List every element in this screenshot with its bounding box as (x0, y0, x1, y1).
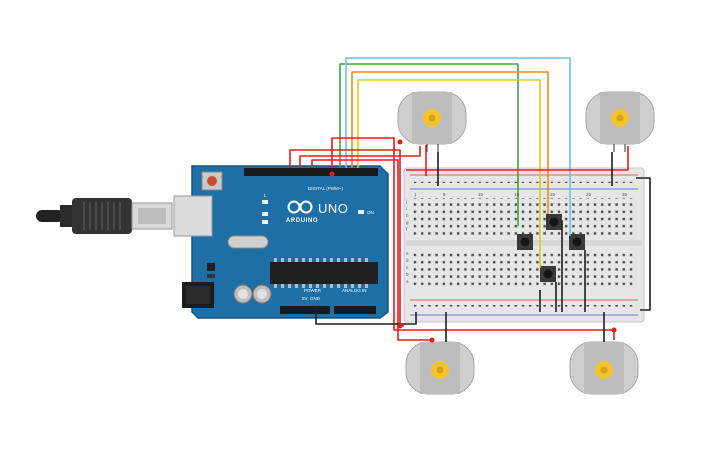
arduino-logo-icon (287, 200, 313, 214)
power-header (280, 306, 330, 314)
row-b: b (406, 272, 409, 277)
crystal (227, 235, 269, 249)
col-15: 15 (514, 192, 520, 197)
dc-motor-bottom-right (569, 341, 639, 395)
gnd-label: GND (310, 296, 321, 301)
l-label: L (264, 193, 267, 198)
usb-cable (36, 198, 173, 234)
row-g: g (406, 220, 409, 225)
dc-motor-top-left (397, 91, 467, 152)
wire-black-1 (315, 306, 417, 325)
col-20: 20 (550, 192, 556, 197)
push-button-4[interactable] (540, 266, 556, 282)
col-5: 5 (443, 192, 446, 197)
rx-label: RX (262, 220, 268, 225)
wire-red-2 (299, 146, 421, 168)
power-label: POWER (304, 288, 322, 293)
analog-label: ANALOG IN (342, 288, 367, 293)
wire-orange (351, 71, 549, 214)
atmega-chip (270, 262, 378, 284)
wire-red-5 (406, 146, 629, 171)
dc-motor-bottom-left (405, 341, 475, 395)
digital-header (244, 168, 378, 176)
wire-black-4 (636, 177, 651, 311)
col-1: 1 (414, 192, 417, 197)
tx-label: TX (262, 200, 268, 205)
analog-header (334, 306, 376, 314)
brand-label: ARDUINO (286, 218, 318, 224)
row-a: a (406, 279, 409, 284)
row-f: f (406, 227, 408, 232)
arduino-uno-board: ARDUINO UNO DIGITAL (PWM~) TX RX L ON PO… (173, 165, 389, 319)
digital-header-label: DIGITAL (PWM~) (308, 186, 343, 191)
usb-jack (173, 195, 213, 237)
wire-cyan (345, 57, 571, 236)
row-h: h (406, 213, 409, 218)
col-30: 30 (622, 192, 628, 197)
on-label: ON (367, 210, 374, 215)
row-e: e (406, 251, 409, 256)
col-25: 25 (586, 192, 592, 197)
v5-label: 5V (302, 296, 308, 301)
push-button-1[interactable] (517, 234, 533, 250)
breadboard-labels: j i h g f e d c b a 1 5 10 15 20 25 30 (405, 192, 628, 284)
wire-red-3 (311, 159, 432, 341)
wires (289, 57, 651, 343)
col-10: 10 (478, 192, 484, 197)
row-c: c (406, 265, 409, 270)
push-button-2[interactable] (546, 214, 562, 230)
push-button-3[interactable] (569, 234, 585, 250)
row-j: j (405, 199, 407, 204)
row-d: d (406, 258, 409, 263)
wire-green (339, 63, 519, 226)
row-i: i (406, 206, 407, 211)
wire-yellow (357, 79, 541, 268)
dc-motor-top-right (585, 91, 655, 152)
model-label: UNO (318, 201, 348, 216)
